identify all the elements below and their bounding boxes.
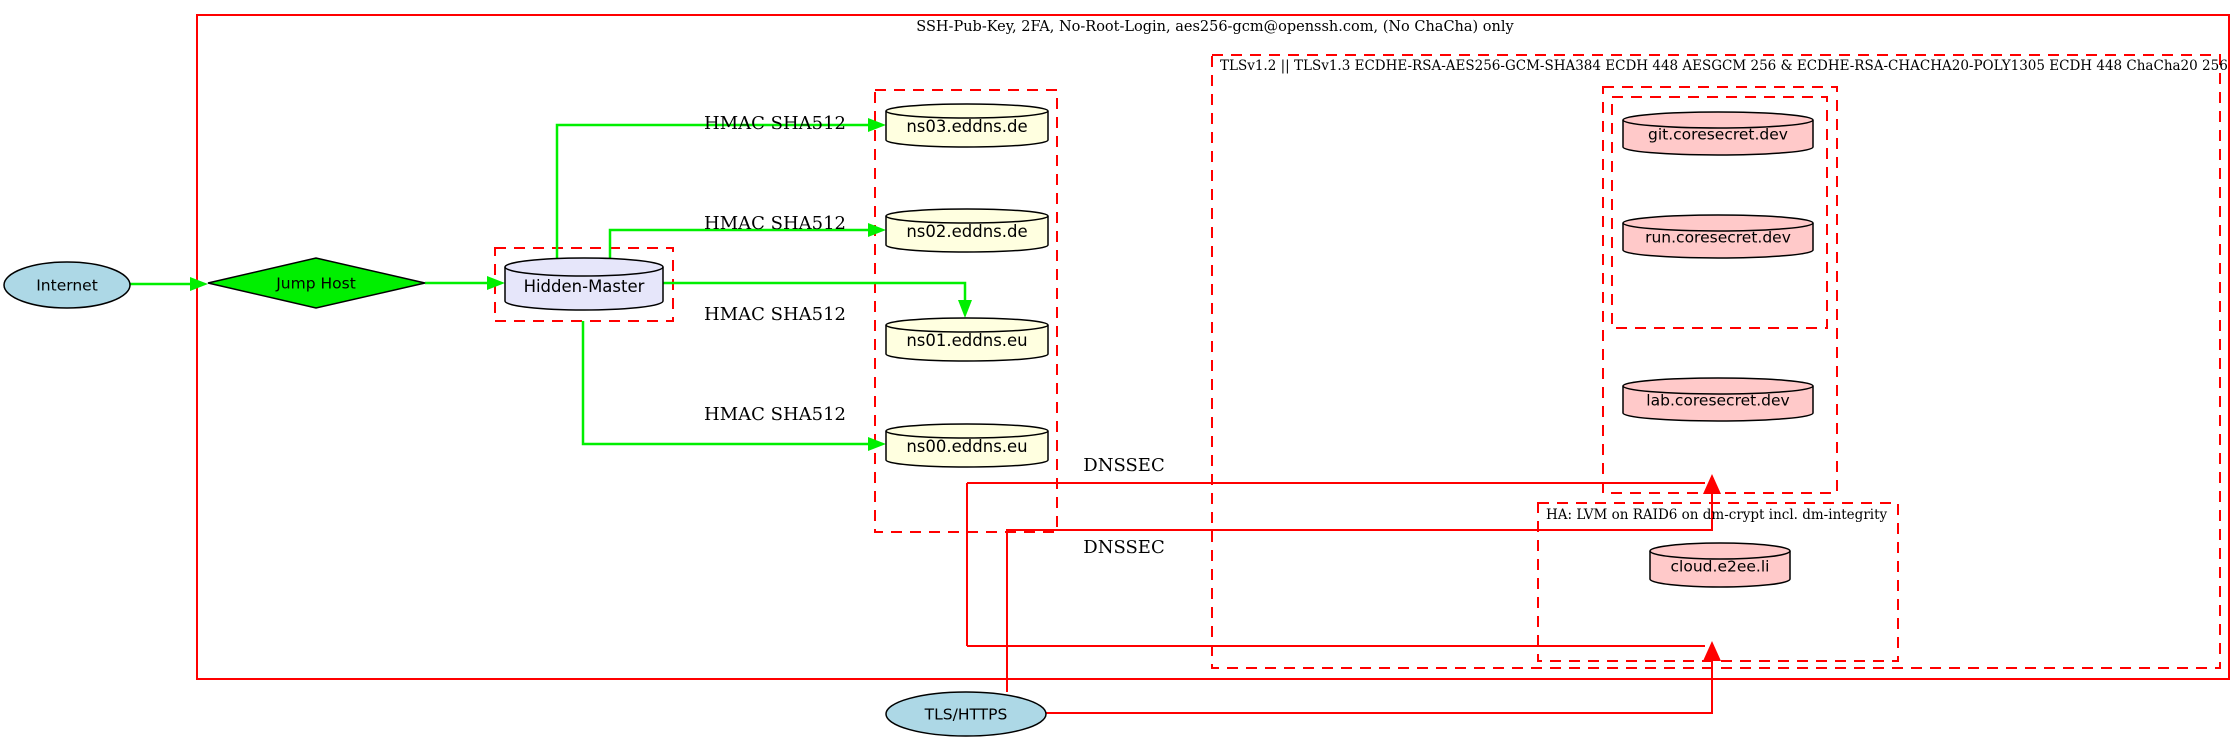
red-arrowhead-services — [1703, 474, 1721, 494]
internet-label: Internet — [36, 276, 98, 295]
ns00-cylinder — [885, 423, 1049, 468]
arrowhead-ns03 — [868, 118, 886, 132]
run-label: run.coresecret.dev — [1645, 228, 1791, 247]
cloud-cylinder-cap — [1649, 550, 1791, 560]
arrowhead-ns01 — [958, 300, 972, 318]
edge-label-hmac-ns01: HMAC SHA512 — [703, 304, 847, 325]
ns02-cylinder-cap — [885, 215, 1049, 224]
git-label: git.coresecret.dev — [1648, 125, 1788, 144]
cloud-cylinder — [1649, 542, 1791, 588]
green-edges — [130, 123, 967, 446]
edge-hm-ns02 — [608, 228, 870, 259]
edge-label-hmac-ns02: HMAC SHA512 — [703, 213, 847, 234]
cluster-ssh-box — [196, 14, 2230, 680]
cluster-ha-box — [1537, 502, 1899, 662]
ns03-cylinder — [885, 103, 1049, 148]
ns02-label: ns02.eddns.de — [906, 221, 1028, 241]
ns03-cylinder-cap — [885, 110, 1049, 119]
arrowhead-jumphost — [190, 277, 208, 291]
red-edges — [966, 482, 1713, 714]
jump-host-node — [207, 257, 426, 309]
cluster-tls-label: TLSv1.2 || TLSv1.3 ECDHE-RSA-AES256-GCM-… — [1220, 58, 2228, 74]
cluster-ha-label: HA: LVM on RAID6 on dm-crypt incl. dm-in… — [1546, 507, 1888, 523]
hidden-master-cylinder-body — [504, 257, 664, 311]
edge-label-dnssec-services: DNSSEC — [1083, 455, 1165, 476]
lab-cylinder — [1622, 377, 1814, 422]
jump-host-label: Jump Host — [276, 274, 356, 293]
ns01-label: ns01.eddns.eu — [906, 330, 1028, 350]
edge-hm-ns03 — [555, 123, 870, 259]
run-cylinder — [1622, 214, 1814, 259]
tls-edge-to-ha — [1045, 662, 1713, 714]
git-cylinder — [1622, 111, 1814, 156]
edge-hm-ns00 — [581, 321, 870, 446]
run-cylinder-cap — [1622, 222, 1814, 232]
arrowhead-ns00 — [868, 437, 886, 451]
red-arrowhead-ha — [1703, 641, 1721, 661]
ns02-cylinder — [885, 208, 1049, 253]
git-cylinder-cap — [1622, 119, 1814, 129]
cluster-tls-box — [1211, 54, 2221, 669]
hidden-master-label: Hidden-Master — [523, 276, 645, 296]
ns00-label: ns00.eddns.eu — [906, 436, 1028, 456]
cluster-services-inner-box — [1611, 96, 1828, 329]
cluster-ssh-label: SSH-Pub-Key, 2FA, No-Root-Login, aes256-… — [916, 18, 1514, 35]
edge-label-hmac-ns03: HMAC SHA512 — [703, 113, 847, 134]
ns00-cylinder-cap — [885, 430, 1049, 439]
ns01-cylinder-cap — [885, 324, 1049, 333]
edge-hm-ns01 — [663, 281, 967, 302]
arrowhead-hiddenmaster — [487, 276, 505, 290]
internet-node — [3, 261, 131, 309]
tls-https-label: TLS/HTTPS — [924, 705, 1008, 724]
cluster-services-outer-box — [1602, 86, 1838, 494]
cluster-nameservers-box — [874, 89, 1058, 533]
lab-cylinder-cap — [1622, 385, 1814, 395]
hidden-master-cylinder — [504, 257, 664, 311]
tls-https-node — [885, 691, 1047, 737]
green-arrowheads — [190, 118, 972, 451]
cloud-label: cloud.e2ee.li — [1670, 557, 1770, 576]
edge-label-hmac-ns00: HMAC SHA512 — [703, 404, 847, 425]
edge-label-dnssec-ha: DNSSEC — [1083, 537, 1165, 558]
tls-edge-to-services — [1006, 494, 1713, 692]
hidden-master-cylinder-cap — [504, 266, 664, 277]
lab-label: lab.coresecret.dev — [1646, 391, 1790, 410]
ns01-cylinder — [885, 317, 1049, 362]
service-cylinders — [1622, 111, 1814, 588]
arrowhead-ns02 — [868, 223, 886, 237]
ns-cylinders — [885, 103, 1049, 468]
ns03-label: ns03.eddns.de — [906, 116, 1028, 136]
